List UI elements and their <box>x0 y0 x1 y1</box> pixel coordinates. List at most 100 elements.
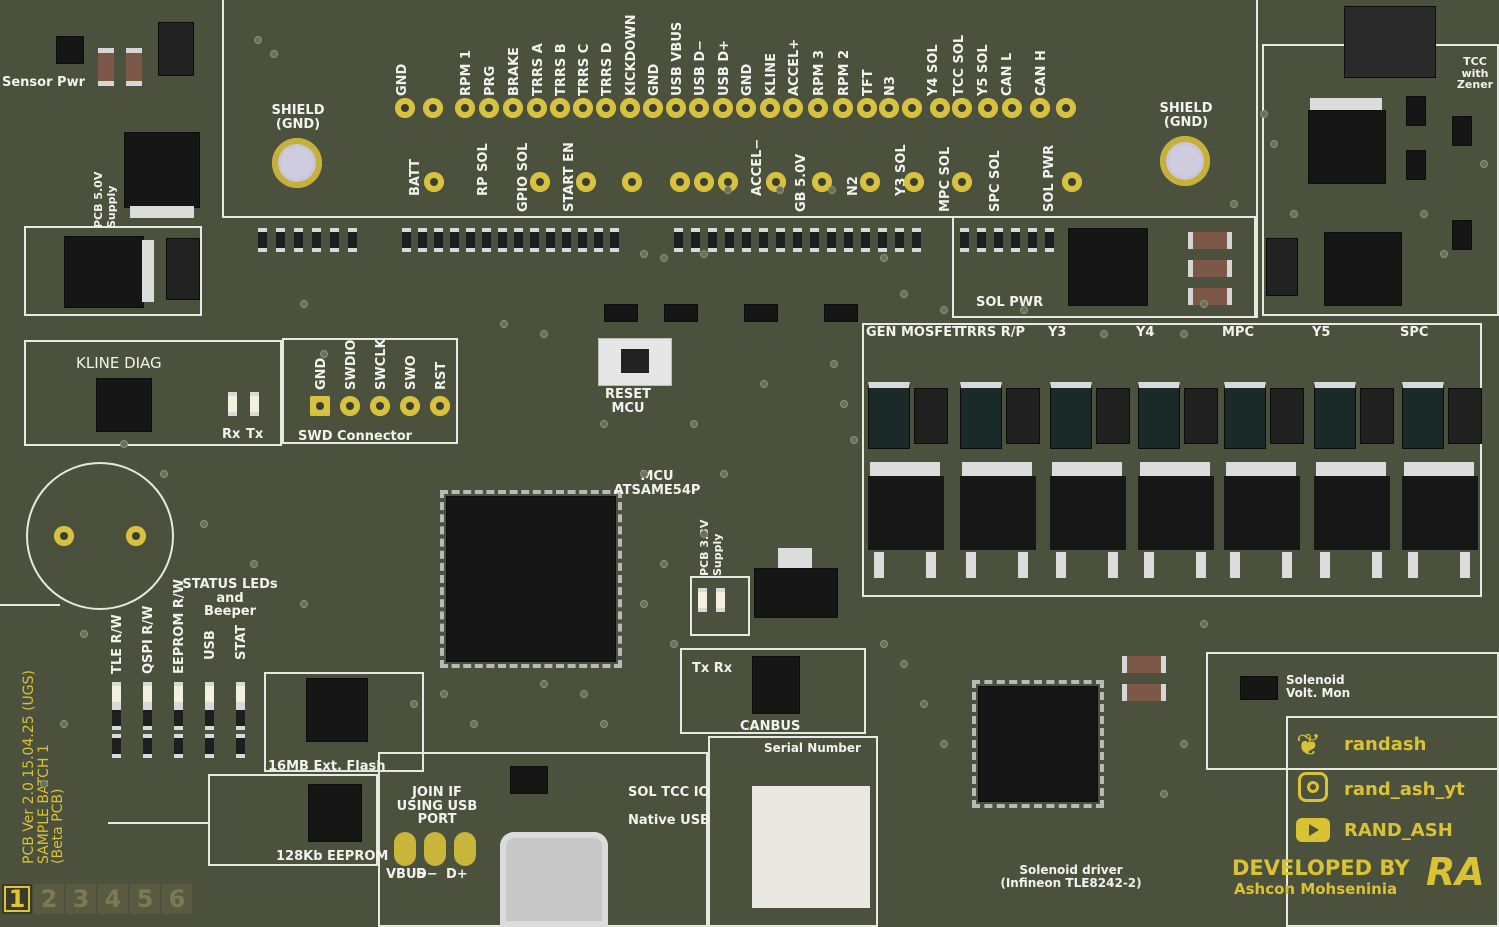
handle3: RAND_ASH <box>1344 820 1453 841</box>
via <box>1290 210 1298 218</box>
swd-pin-label: SWO <box>404 355 419 390</box>
header-pad <box>930 98 950 118</box>
header-pin-label: GPIO SOL <box>516 142 531 212</box>
flash-label: 16MB Ext. Flash <box>268 759 386 774</box>
layer-tab[interactable]: 2 <box>34 884 64 914</box>
reset-button[interactable] <box>598 338 672 386</box>
resistor <box>348 228 357 252</box>
regulator-tab <box>142 240 154 302</box>
diode <box>1270 388 1304 444</box>
resistor <box>691 228 700 252</box>
instagram-icon <box>1298 772 1328 802</box>
pcb-version-text: PCB Ver 2.0 15.04.25 (UGS) SAMPLE BATCH … <box>21 670 67 864</box>
outline <box>208 774 378 866</box>
header-pad <box>666 98 686 118</box>
rx-label: Rx <box>222 427 241 442</box>
resistor <box>530 228 539 252</box>
power-mosfet <box>1224 476 1300 550</box>
swd-pin-label: SWDIO <box>344 339 359 390</box>
resistor <box>674 228 683 252</box>
swd-pin-label: SWCLK <box>374 338 389 390</box>
transistor <box>1406 150 1426 180</box>
5v-regulator <box>124 132 200 208</box>
swd-pin-label: GND <box>314 357 329 390</box>
resistor <box>562 228 571 252</box>
flash-chip <box>306 678 368 742</box>
capacitor <box>1122 656 1166 673</box>
capacitor <box>1188 288 1232 305</box>
header-pad <box>455 98 475 118</box>
via <box>40 780 48 788</box>
beeper-pad <box>126 526 146 546</box>
via <box>1180 740 1188 748</box>
resistor <box>1028 228 1037 252</box>
mosfet-tab <box>1226 462 1296 476</box>
via <box>900 290 908 298</box>
usb-jumper-pad <box>454 832 476 866</box>
mosfet-group-label: SPC <box>1400 325 1429 340</box>
layer-tab[interactable]: 6 <box>162 884 192 914</box>
outline <box>1256 0 1258 318</box>
header-pin-label: SPC SOL <box>988 150 1003 212</box>
regulator-tab <box>130 206 194 218</box>
rx-led <box>228 392 237 416</box>
layer-tab[interactable]: 3 <box>66 884 96 914</box>
butterfly-icon: ❦ <box>1296 728 1322 763</box>
status-led <box>112 682 121 706</box>
usb-c-connector[interactable] <box>500 832 608 927</box>
header-pad <box>576 172 596 192</box>
header-pin-label: KICKDOWN <box>624 14 639 96</box>
header-pin-label: TRRS B <box>554 43 569 96</box>
resistor <box>912 228 921 252</box>
developer-name: Ashcon Mohseninia <box>1234 880 1398 898</box>
mosfet-group-label: MPC <box>1222 325 1255 340</box>
diode <box>1006 388 1040 444</box>
resistor <box>895 228 904 252</box>
header-pin-label: CAN H <box>1034 50 1049 96</box>
via <box>660 254 668 262</box>
layer-tab[interactable]: 4 <box>98 884 128 914</box>
mosfet-leg <box>1408 552 1418 578</box>
header-pad <box>1030 98 1050 118</box>
via <box>840 400 848 408</box>
via <box>320 350 328 358</box>
diode <box>158 22 194 76</box>
via <box>776 186 784 194</box>
resistor <box>258 228 267 252</box>
status-led <box>205 682 214 706</box>
resistor <box>861 228 870 252</box>
tcc-zener-label: TCC with Zener <box>1456 55 1494 92</box>
via <box>760 380 768 388</box>
outline <box>0 604 60 606</box>
diode <box>1138 382 1180 449</box>
header-pin-label: KLINE <box>764 53 779 96</box>
via <box>300 600 308 608</box>
mosfet-leg <box>1144 552 1154 578</box>
regulator <box>64 236 144 308</box>
via <box>700 530 708 538</box>
solenoid-driver-ic <box>972 680 1104 808</box>
via <box>1230 200 1238 208</box>
via <box>640 250 648 258</box>
resistor <box>546 228 555 252</box>
layer-tab[interactable]: 5 <box>130 884 160 914</box>
3v3-regulator <box>754 568 838 618</box>
tcc-mosfet <box>1344 6 1436 78</box>
resistor <box>276 228 285 252</box>
header-pad <box>879 98 899 118</box>
layer-tab[interactable]: 1 <box>2 884 32 914</box>
via <box>940 306 948 314</box>
mosfet-tab <box>1316 462 1386 476</box>
mosfet-leg <box>874 552 884 578</box>
beeper <box>26 462 174 610</box>
power-mosfet <box>1050 476 1126 550</box>
mosfet-group-label: Y5 <box>1312 325 1331 340</box>
outline <box>952 216 1256 318</box>
handle1: randash <box>1344 734 1427 755</box>
header-pad <box>718 172 738 192</box>
resistor <box>112 706 121 730</box>
via <box>600 420 608 428</box>
resistor <box>827 228 836 252</box>
canbus-label: CANBUS <box>740 719 801 734</box>
via <box>580 690 588 698</box>
